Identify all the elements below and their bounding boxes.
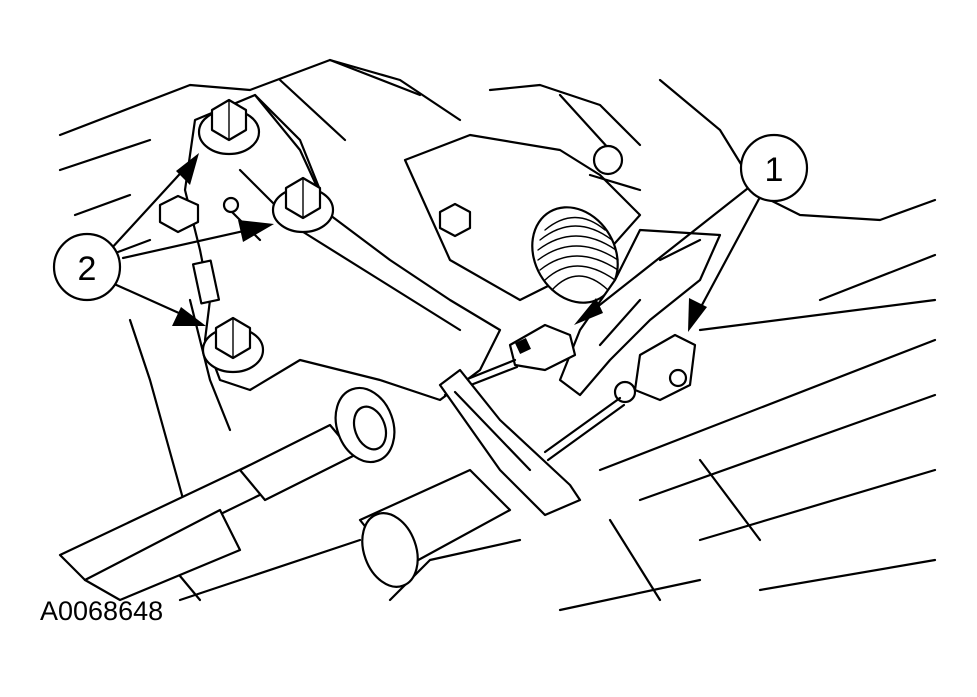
figure-id-label: A0068648: [40, 596, 163, 626]
callout-1-label: 1: [765, 151, 784, 189]
bolt-lower: [201, 316, 265, 374]
bolt-left-background: [158, 194, 240, 234]
callout-1-circle: [739, 133, 809, 203]
callout-1: 1: [574, 133, 809, 332]
cable-end-fitting-right: [543, 333, 697, 462]
brake-cable-main: [58, 386, 396, 602]
cable-end-fitting-left: [443, 323, 577, 397]
callout-2: 2: [52, 153, 274, 326]
brake-cable-lower: [178, 468, 512, 602]
tension-spring: [403, 133, 642, 304]
callout-2-label: 2: [78, 250, 97, 288]
mounting-bracket: [183, 93, 502, 402]
cable-guide-plate: [438, 368, 582, 517]
callout-2-circle: [52, 232, 122, 302]
housing-outlines: [58, 58, 937, 612]
bolt-middle: [271, 176, 335, 234]
bolt-upper: [197, 98, 261, 156]
